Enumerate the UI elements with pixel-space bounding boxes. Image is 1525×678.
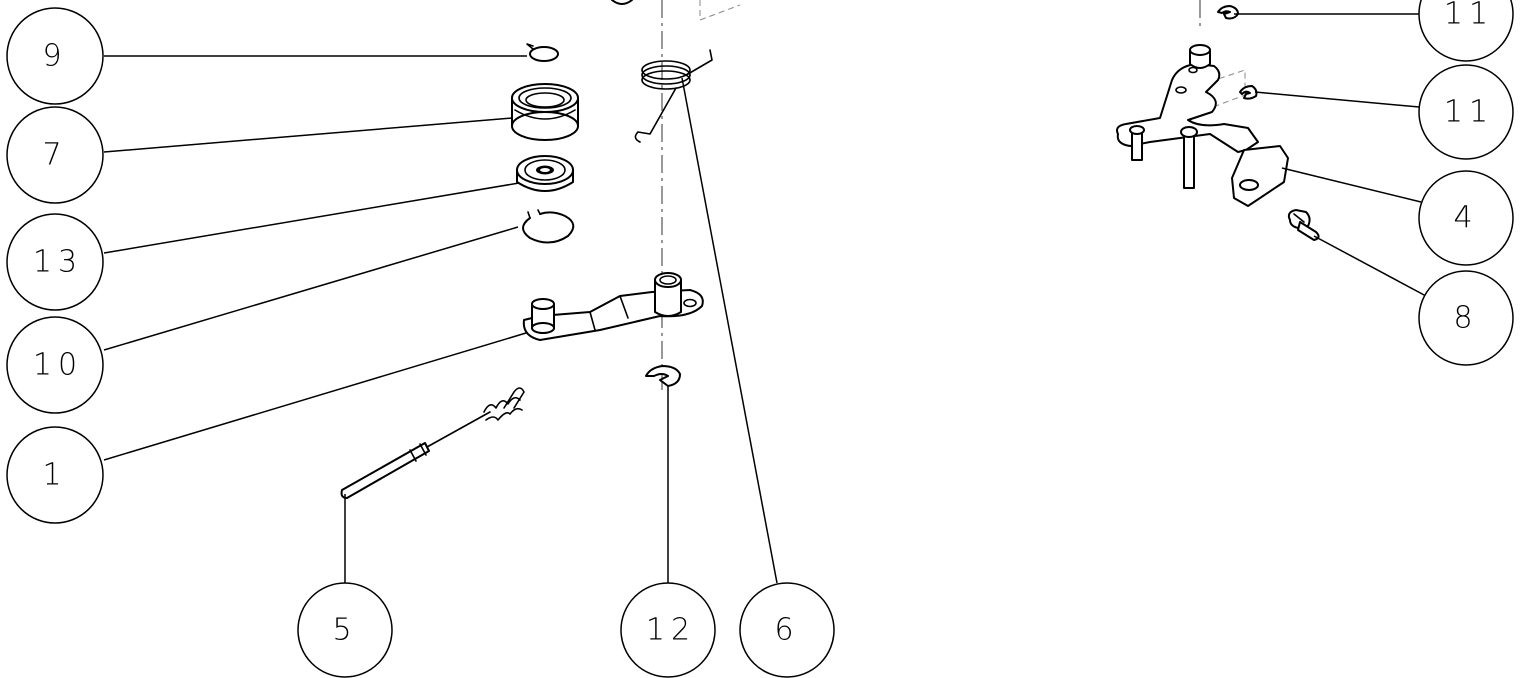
callout-13-label: 13 bbox=[33, 245, 83, 280]
leader-6 bbox=[681, 77, 778, 584]
callout-1: 1 bbox=[6, 426, 104, 524]
part-11-e-clip-top bbox=[1217, 5, 1239, 20]
leader-7 bbox=[103, 117, 513, 153]
part-11-e-clip-middle bbox=[1239, 85, 1258, 100]
callout-9: 9 bbox=[6, 7, 104, 105]
part-7-pulley bbox=[511, 83, 579, 141]
callout-10: 10 bbox=[6, 316, 104, 414]
callout-7: 7 bbox=[6, 106, 104, 204]
leader-1 bbox=[103, 332, 527, 461]
part-4-bracket bbox=[1116, 44, 1289, 207]
dashed-outline-bracket bbox=[1199, 69, 1246, 111]
callout-11-top: 11 bbox=[1418, 0, 1514, 62]
part-13-bearing bbox=[516, 155, 574, 192]
part-12-e-clip bbox=[645, 365, 681, 387]
part-6-torsion-spring bbox=[634, 49, 713, 143]
callout-1-label: 1 bbox=[42, 458, 67, 493]
part-8-bolt bbox=[1287, 209, 1320, 241]
callout-6-label: 6 bbox=[774, 613, 799, 648]
part-10-circlip bbox=[522, 209, 575, 244]
partial-part-top bbox=[611, 0, 633, 5]
callout-10-label: 10 bbox=[33, 348, 83, 383]
callout-11-middle: 11 bbox=[1418, 64, 1514, 160]
leader-4 bbox=[1281, 167, 1422, 203]
callout-7-label: 7 bbox=[42, 138, 67, 173]
callout-11-top-label: 11 bbox=[1444, 0, 1494, 32]
callout-4: 4 bbox=[1418, 170, 1514, 266]
leader-10 bbox=[103, 226, 519, 351]
callout-12-label: 12 bbox=[646, 613, 696, 648]
callout-5: 5 bbox=[297, 582, 393, 678]
part-9-snap-ring bbox=[526, 43, 559, 62]
callout-13: 13 bbox=[6, 213, 104, 311]
callout-12: 12 bbox=[620, 582, 716, 678]
part-1-lever-arm bbox=[522, 272, 704, 341]
leader-13 bbox=[103, 182, 520, 254]
leader-8 bbox=[1313, 235, 1427, 297]
callout-4-label: 4 bbox=[1453, 201, 1478, 236]
callout-11-middle-label: 11 bbox=[1444, 95, 1494, 130]
leader-11-middle bbox=[1254, 91, 1420, 108]
callout-8-label: 8 bbox=[1453, 301, 1478, 336]
callout-9-label: 9 bbox=[42, 39, 67, 74]
callout-8: 8 bbox=[1418, 270, 1514, 366]
dashed-outline-top bbox=[699, 0, 741, 21]
callout-5-label: 5 bbox=[332, 613, 357, 648]
part-5-rod-spring bbox=[340, 387, 525, 499]
callout-6: 6 bbox=[739, 582, 835, 678]
